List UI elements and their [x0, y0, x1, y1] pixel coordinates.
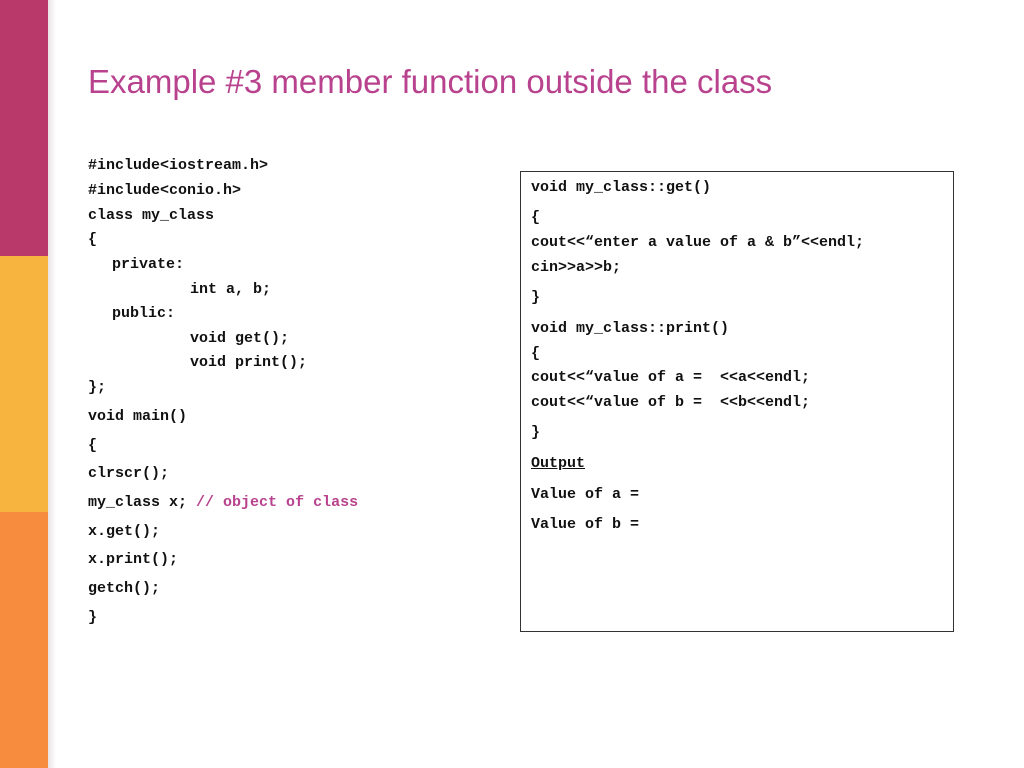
code-line: void main() — [88, 408, 188, 425]
code-line: int a, b; — [190, 281, 272, 298]
code-line: } — [88, 609, 98, 626]
code-line: public: — [112, 305, 176, 322]
code-line: clrscr(); — [88, 465, 170, 482]
side-bar-segment-orange — [0, 512, 48, 768]
code-line: #include<conio.h> — [88, 182, 242, 199]
output-heading: Output — [531, 455, 586, 472]
code-comment: // object of class — [196, 494, 359, 511]
function-definitions-code: void my_class::get() { cout<<“enter a va… — [531, 172, 864, 533]
code-line: x.get(); — [88, 523, 161, 540]
code-line: { — [88, 437, 98, 454]
main-code-block: #include<iostream.h> #include<conio.h> c… — [88, 158, 358, 626]
object-declaration: my_class x; — [88, 494, 188, 511]
slide-title: Example #3 member function outside the c… — [88, 63, 773, 100]
side-accent-bar — [0, 0, 48, 768]
code-line: cout<<“enter a value of a & b”<<endl; — [531, 234, 865, 251]
code-line: private: — [112, 256, 185, 273]
code-line: cout<<“value of a = <<a<<endl; — [531, 369, 811, 386]
code-line: }; — [88, 379, 107, 396]
side-bar-segment-yellow — [0, 256, 48, 512]
code-line: { — [531, 209, 541, 226]
output-line: Value of b = — [531, 516, 640, 533]
code-line: void print(); — [190, 354, 308, 371]
function-definitions-box: void my_class::get() { cout<<“enter a va… — [520, 171, 954, 632]
side-bar-shadow — [48, 0, 56, 768]
code-line: my_class x; // object of class — [88, 495, 358, 511]
code-line: } — [531, 424, 541, 441]
code-line: cin>>a>>b; — [531, 259, 622, 276]
code-line: { — [531, 345, 541, 362]
code-line: cout<<“value of b = <<b<<endl; — [531, 394, 811, 411]
side-bar-segment-magenta — [0, 0, 48, 256]
code-line: void get(); — [190, 330, 290, 347]
code-line: getch(); — [88, 580, 161, 597]
code-line: } — [531, 289, 541, 306]
code-line: { — [88, 231, 98, 248]
output-line: Value of a = — [531, 486, 640, 503]
code-line: x.print(); — [88, 551, 179, 568]
code-line: class my_class — [88, 207, 215, 224]
code-line: #include<iostream.h> — [88, 157, 269, 174]
code-line: void my_class::get() — [531, 179, 712, 196]
code-line: void my_class::print() — [531, 320, 730, 337]
